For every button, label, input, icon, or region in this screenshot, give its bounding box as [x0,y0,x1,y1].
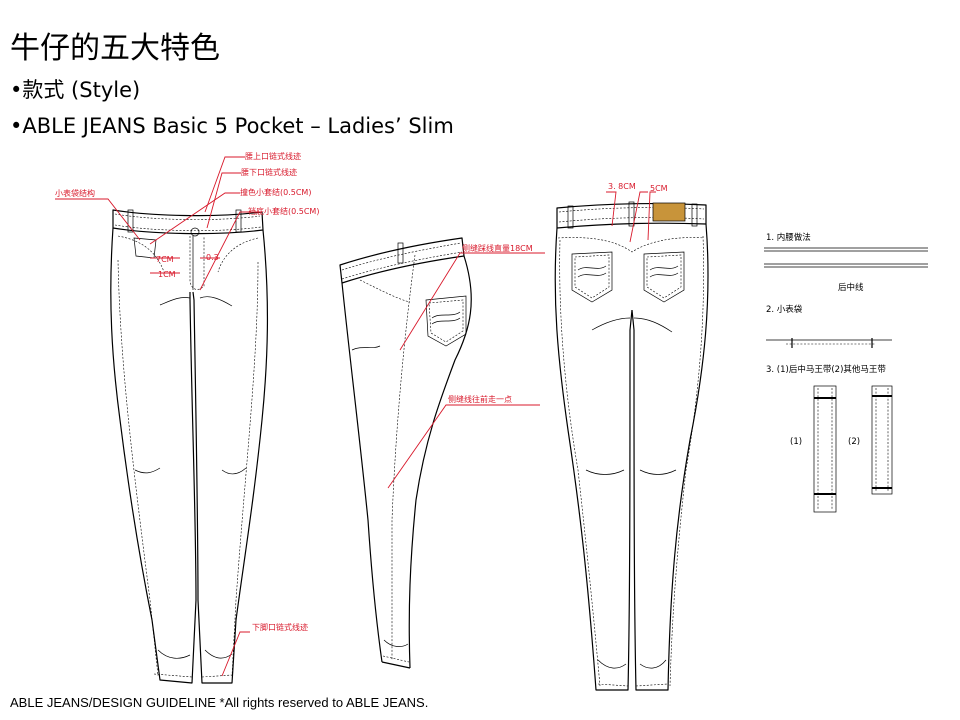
callout-watch-pocket-bartack: 撞色小套结(0.5CM) [240,187,311,197]
front-view-jeans [110,209,269,684]
detail-loop-2: (2) [848,437,860,447]
callout-side-seam-forward: 侧缝线往前走一点 [448,394,512,404]
front-callouts [55,156,262,677]
callout-waist-bottom: 腰下口链式线迹 [241,167,297,177]
bullet-product: •ABLE JEANS Basic 5 Pocket – Ladies’ Sli… [10,114,454,138]
detail-watch-pocket: 2. 小表袋 [766,304,803,315]
callout-dim-03: 0.3 [206,253,219,262]
callout-dim-7cm: 7CM [156,255,174,264]
side-view-jeans [339,237,472,669]
callout-waist-top: 腰上口链式线迹 [245,151,301,161]
callout-dim-1cm: 1CM [158,270,176,279]
callout-side-seam-length: 侧缝踩线直量18CM [462,243,533,253]
detail-panel: 1. 内腰做法 后中线 2. 小表袋 3. (1)后中马王带(2)其他马王带 (… [764,232,928,513]
callout-crotch-bartack: 裆底小套结(0.5CM) [248,206,319,216]
detail-belt-loops: 3. (1)后中马王带(2)其他马王带 [766,364,886,375]
detail-waist-method: 1. 内腰做法 [766,232,811,243]
back-callouts [606,191,656,243]
detail-center-back: 后中线 [838,282,864,293]
side-callouts [387,252,545,489]
detail-loop-1: (1) [790,437,802,447]
bullet-style: •款式 (Style) [10,78,141,102]
callout-dim-5: 5CM [650,184,668,193]
leather-patch [652,202,686,222]
callout-dim-38: 3. 8CM [608,182,636,191]
footer-copyright: ABLE JEANS/DESIGN GUIDELINE *All rights … [10,695,429,710]
back-view-jeans [554,201,709,691]
callout-watch-pocket-structure: 小表袋结构 [55,188,95,198]
callout-hem: 下脚口链式线迹 [252,622,308,632]
slide-title: 牛仔的五大特色 [10,31,220,66]
